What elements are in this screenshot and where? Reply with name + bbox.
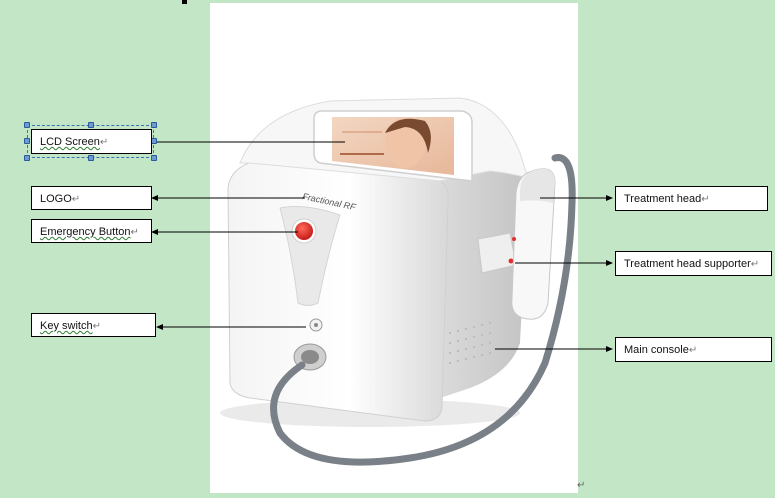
- face-graphic: [385, 118, 425, 168]
- selection-handle[interactable]: [151, 122, 157, 128]
- selection-handle[interactable]: [24, 122, 30, 128]
- return-mark: ↵: [71, 194, 81, 205]
- label-text: Main console: [624, 344, 689, 356]
- selection-handle[interactable]: [151, 155, 157, 161]
- key-switch-slot: [314, 323, 318, 327]
- vent-grille: [448, 321, 492, 365]
- label-text: LCD Screen: [40, 136, 100, 148]
- label-text: Treatment head: [624, 193, 702, 205]
- selection-handle[interactable]: [24, 155, 30, 161]
- top-edge-mark: [182, 0, 187, 4]
- return-mark: ↵: [130, 227, 139, 238]
- label-text: LOGO: [40, 193, 72, 205]
- emergency-button: [295, 222, 313, 240]
- handpiece-indicator: [512, 237, 516, 241]
- label-key-switch[interactable]: Key switch↵: [31, 313, 156, 337]
- label-emergency-button[interactable]: Emergency Button↵: [31, 219, 152, 243]
- paragraph-return-mark: ↵: [577, 480, 586, 491]
- handpiece-cable: [270, 154, 576, 466]
- selection-handle[interactable]: [88, 122, 94, 128]
- label-treatment-head-supporter[interactable]: Treatment head supporter↵: [615, 251, 772, 276]
- console-front-body: [227, 160, 449, 422]
- label-text: Emergency Button: [40, 226, 131, 238]
- label-lcd-screen[interactable]: LCD Screen↵: [31, 129, 152, 154]
- label-logo[interactable]: LOGO↵: [31, 186, 152, 210]
- return-mark: ↵: [688, 345, 698, 356]
- label-treatment-head[interactable]: Treatment head↵: [615, 186, 768, 211]
- label-text: Treatment head supporter: [624, 258, 751, 270]
- handpiece-tip: [520, 168, 555, 203]
- device-illustration: Fractional RF: [220, 97, 576, 466]
- label-text: Key switch: [40, 320, 93, 332]
- return-mark: ↵: [750, 259, 760, 270]
- label-main-console[interactable]: Main console↵: [615, 337, 772, 362]
- screen-line: [340, 153, 384, 155]
- return-mark: ↵: [701, 194, 710, 205]
- hair-graphic: [385, 118, 431, 153]
- connector-core: [301, 350, 319, 364]
- screen-line-2: [342, 131, 382, 133]
- device-photo: Fractional RF: [210, 3, 578, 493]
- selection-handle[interactable]: [88, 155, 94, 161]
- return-mark: ↵: [99, 137, 109, 148]
- holder-indicator: [508, 258, 514, 264]
- return-mark: ↵: [92, 321, 101, 332]
- selection-handle[interactable]: [24, 138, 30, 144]
